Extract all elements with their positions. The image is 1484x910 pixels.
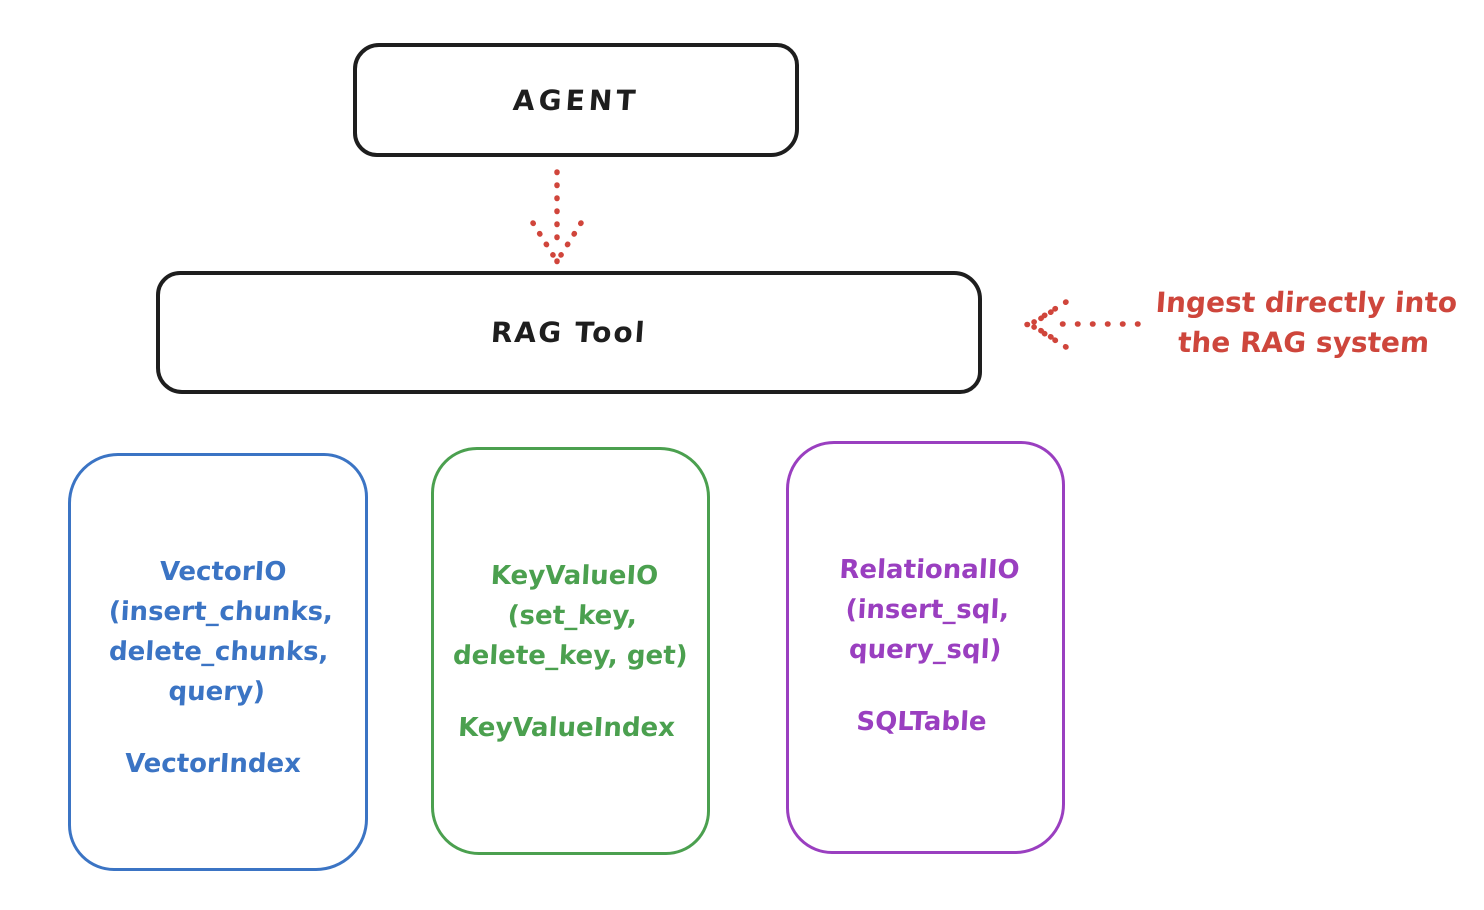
- relational-io-text: RelationalIO (insert_sql, query_sql) SQL…: [784, 550, 1067, 742]
- spacer: [431, 676, 706, 708]
- vector-io-line-4: query): [167, 677, 266, 707]
- relational-io-node: RelationalIO (insert_sql, query_sql) SQL…: [786, 441, 1065, 854]
- vector-io-line-2: (insert_chunks,: [108, 597, 334, 627]
- key-value-io-text: KeyValueIO (set_key, delete_key, get) Ke…: [429, 556, 712, 748]
- rag-tool-node: RAG Tool: [156, 271, 982, 394]
- key-value-io-node: KeyValueIO (set_key, delete_key, get) Ke…: [431, 447, 710, 855]
- relational-io-line-1: RelationalIO: [838, 555, 1021, 585]
- spacer: [786, 670, 1061, 702]
- spacer: [67, 712, 363, 744]
- vector-io-node: VectorIO (insert_chunks, delete_chunks, …: [68, 453, 368, 871]
- key-value-io-line-2: (set_key,: [506, 601, 638, 631]
- relational-io-line-2: (insert_sql,: [844, 595, 1010, 625]
- rag-tool-label: RAG Tool: [490, 316, 648, 349]
- key-value-io-line-1: KeyValueIO: [490, 561, 659, 591]
- ingest-annotation-line-2: the RAG system: [1176, 326, 1431, 359]
- relational-io-line-3: query_sql): [848, 635, 1003, 665]
- vector-index-label: VectorIndex: [124, 749, 302, 779]
- vector-io-line-1: VectorIO: [158, 557, 288, 587]
- dotted-arrow-down-icon: [530, 169, 584, 265]
- vector-io-text: VectorIO (insert_chunks, delete_chunks, …: [65, 552, 371, 784]
- ingest-annotation: Ingest directly into the RAG system: [1137, 283, 1473, 363]
- key-value-index-label: KeyValueIndex: [457, 713, 676, 743]
- sql-table-label: SQLTable: [855, 707, 988, 737]
- key-value-io-line-3: delete_key, get): [452, 641, 689, 671]
- dotted-arrow-left-icon: [1024, 299, 1141, 350]
- vector-io-line-3: delete_chunks,: [108, 637, 330, 667]
- ingest-annotation-line-1: Ingest directly into: [1154, 286, 1459, 319]
- agent-node: AGENT: [353, 43, 799, 157]
- agent-label: AGENT: [511, 83, 641, 117]
